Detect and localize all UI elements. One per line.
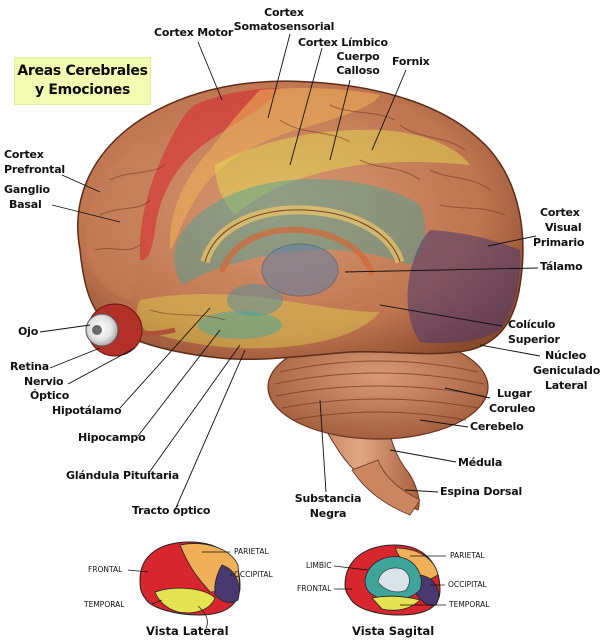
label-cuerpo-calloso-2: Calloso (336, 64, 380, 77)
thalamus (261, 243, 339, 297)
label-ojo: Ojo (18, 325, 39, 338)
lateral-label-temporal: TEMPORAL (84, 600, 125, 609)
sagittal-label-parietal: PARIETAL (450, 551, 485, 560)
label-nucleo-geniculado-2: Geniculado (533, 364, 601, 377)
label-cortex-limbico: Cortex Límbico (298, 36, 388, 49)
cortex-somatosensorial-strip (169, 87, 380, 250)
label-tracto-optico: Tracto óptico (132, 504, 211, 517)
cerebellum-folds (274, 360, 485, 421)
sagittal-view-leaders (333, 555, 446, 606)
label-nucleo-geniculado-1: Núcleo (545, 349, 587, 362)
sagittal-label-limbic: LIMBIC (306, 561, 332, 570)
lateral-label-frontal: FRONTAL (88, 565, 123, 574)
label-substancia-negra-1: Substancia (294, 492, 362, 505)
label-cortex-prefrontal-2: Prefrontal (4, 163, 65, 176)
label-medula: Médula (458, 456, 503, 469)
label-nucleo-geniculado-3: Lateral (545, 379, 588, 392)
label-ganglio-basal-2: Basal (9, 198, 42, 211)
label-espina-dorsal: Espina Dorsal (440, 485, 523, 498)
label-coliculo-superior-2: Superior (508, 333, 560, 346)
eye-pupil (92, 325, 102, 335)
label-substancia-negra-2: Negra (309, 507, 347, 520)
lateral-view-leaders (127, 551, 232, 605)
fornix (219, 226, 375, 276)
leader-lines (39, 33, 541, 511)
label-lugar-coruleo-2: Coruleo (489, 402, 536, 415)
label-cortex-motor: Cortex Motor (154, 26, 234, 39)
sagittal-label-temporal: TEMPORAL (449, 600, 490, 609)
label-lugar-coruleo-1: Lugar (497, 387, 532, 400)
spinal-cord (351, 459, 421, 516)
title-line-2: y Emociones (35, 82, 130, 98)
label-retina: Retina (10, 360, 50, 373)
hypothalamus (227, 284, 283, 316)
cortex-motor-strip (139, 88, 280, 261)
sagittal-label-frontal: FRONTAL (297, 584, 332, 593)
label-coliculo-superior-1: Colículo (508, 318, 556, 331)
label-hipocampo: Hipocampo (78, 431, 146, 444)
gyri-texture (94, 104, 506, 321)
label-talamo: Tálamo (540, 260, 583, 273)
label-cerebelo: Cerebelo (470, 420, 524, 433)
title-line-1: Areas Cerebrales (17, 63, 148, 79)
hippocampus (198, 311, 282, 339)
label-cortex-visual-3: Primario (533, 236, 585, 249)
label-cortex-visual-2: Visual (545, 221, 582, 234)
corpus-callosum (200, 205, 405, 264)
sagittal-label-occipital: OCCIPITAL (448, 580, 487, 589)
label-cortex-prefrontal-1: Cortex (4, 148, 44, 161)
label-fornix: Fornix (392, 55, 430, 68)
label-ganglio-basal-1: Ganglio (4, 183, 50, 196)
parietal-band (215, 129, 470, 215)
title-box: Areas Cerebrales y Emociones (14, 57, 151, 105)
sagittal-view-caption: Vista Sagital (352, 624, 435, 638)
label-cuerpo-calloso-1: Cuerpo (336, 50, 380, 63)
label-glandula-pituitaria: Glándula Pituitaria (66, 469, 179, 482)
label-nervio-optico-2: Óptico (30, 389, 70, 402)
label-cortex-somatosensorial-1: Cortex (264, 6, 304, 19)
lateral-label-parietal: PARIETAL (234, 547, 269, 556)
lateral-view-diagram (139, 541, 241, 629)
sagittal-view-diagram (344, 544, 441, 616)
label-nervio-optico-1: Nervio (24, 375, 64, 388)
label-cortex-somatosensorial-2: Somatosensorial (233, 20, 335, 33)
lateral-label-occipital: OCCIPITAL (234, 570, 273, 579)
label-hipotalamo: Hipotálamo (52, 404, 122, 417)
lateral-view-caption: Vista Lateral (146, 624, 229, 638)
label-cortex-visual-1: Cortex (540, 206, 580, 219)
prefrontal-region (86, 135, 150, 300)
